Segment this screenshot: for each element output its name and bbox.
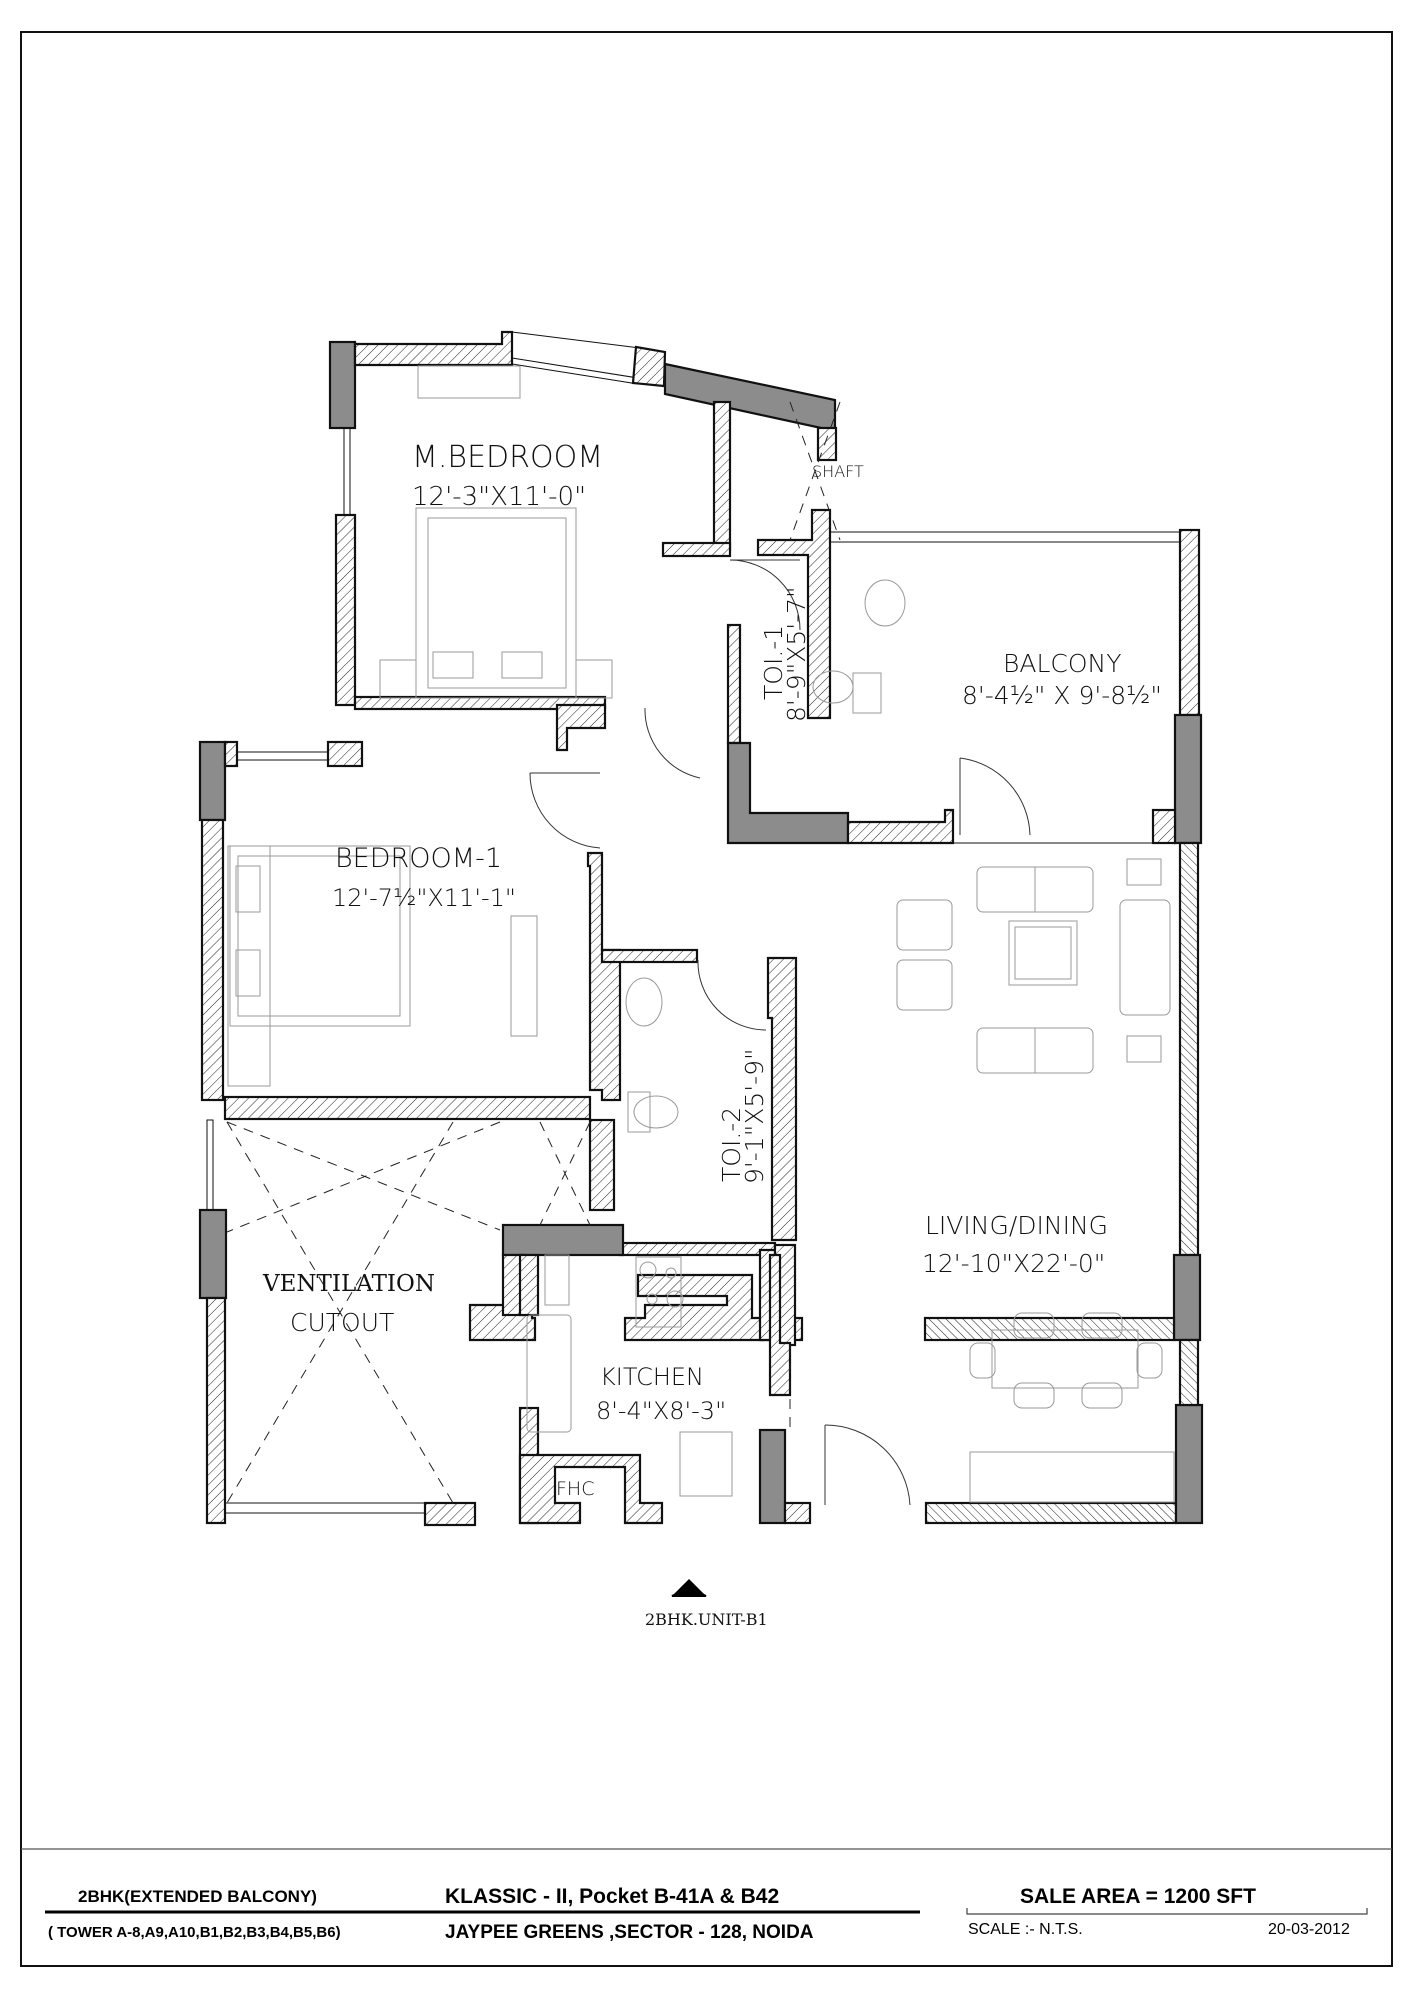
room-bedroom1-size: 12'-7½"X11'-1": [332, 884, 516, 912]
room-ventilation-size: CUTOUT: [290, 1308, 394, 1337]
unit-label: 2BHK.UNIT-B1: [645, 1610, 768, 1629]
room-balcony-name: BALCONY: [1003, 649, 1122, 678]
room-living-name: LIVING/DINING: [925, 1211, 1108, 1240]
room-bedroom1-name: BEDROOM-1: [335, 843, 502, 874]
sale-area: SALE AREA = 1200 SFT: [1020, 1885, 1256, 1908]
shaft-label: SHAFT: [812, 462, 864, 481]
scale-label: SCALE :- N.T.S.: [968, 1921, 1083, 1938]
fhc-label: FHC: [556, 1478, 594, 1500]
doors: [529, 559, 1031, 1506]
drawing-date: 20-03-2012: [1268, 1921, 1350, 1938]
ventilation-cutout-marks: [226, 401, 841, 1504]
furniture: [227, 365, 1175, 1503]
north-arrow-icon-body: [672, 1579, 706, 1596]
room-toi2-name: TOI.-2: [717, 1107, 746, 1182]
project-location: JAYPEE GREENS ,SECTOR - 128, NOIDA: [445, 1922, 814, 1943]
sheet-border: [20, 31, 1393, 1967]
room-living-size: 12'-10"X22'-0": [922, 1249, 1105, 1278]
room-kitchen-size: 8'-4"X8'-3": [596, 1397, 726, 1425]
room-ventilation-name: VENTILATION: [262, 1271, 435, 1297]
tower-list: ( TOWER A-8,A9,A10,B1,B2,B3,B4,B5,B6): [48, 1924, 341, 1941]
room-toi1-name: TOI.-1: [759, 625, 788, 700]
walls: [198, 330, 1204, 1527]
room-mbedroom-name: M.BEDROOM: [412, 440, 603, 475]
room-balcony-size: 8'-4½" X 9'-8½": [962, 681, 1162, 710]
room-mbedroom-size: 12'-3"X11'-0": [412, 482, 586, 512]
room-labels: M.BEDROOM 12'-3"X11'-0" BEDROOM-1 12'-7½…: [262, 440, 1162, 1500]
room-kitchen-name: KITCHEN: [600, 1363, 704, 1391]
title-block: 2BHK(EXTENDED BALCONY) ( TOWER A-8,A9,A1…: [45, 1885, 1368, 1943]
room-toi1-size: 8'-9"X5'-7": [782, 586, 811, 722]
project-name: KLASSIC - II, Pocket B-41A & B42: [445, 1885, 779, 1908]
room-toi2-size: 9'-1"X5'-9": [740, 1048, 769, 1184]
unit-type: 2BHK(EXTENDED BALCONY): [78, 1887, 317, 1906]
